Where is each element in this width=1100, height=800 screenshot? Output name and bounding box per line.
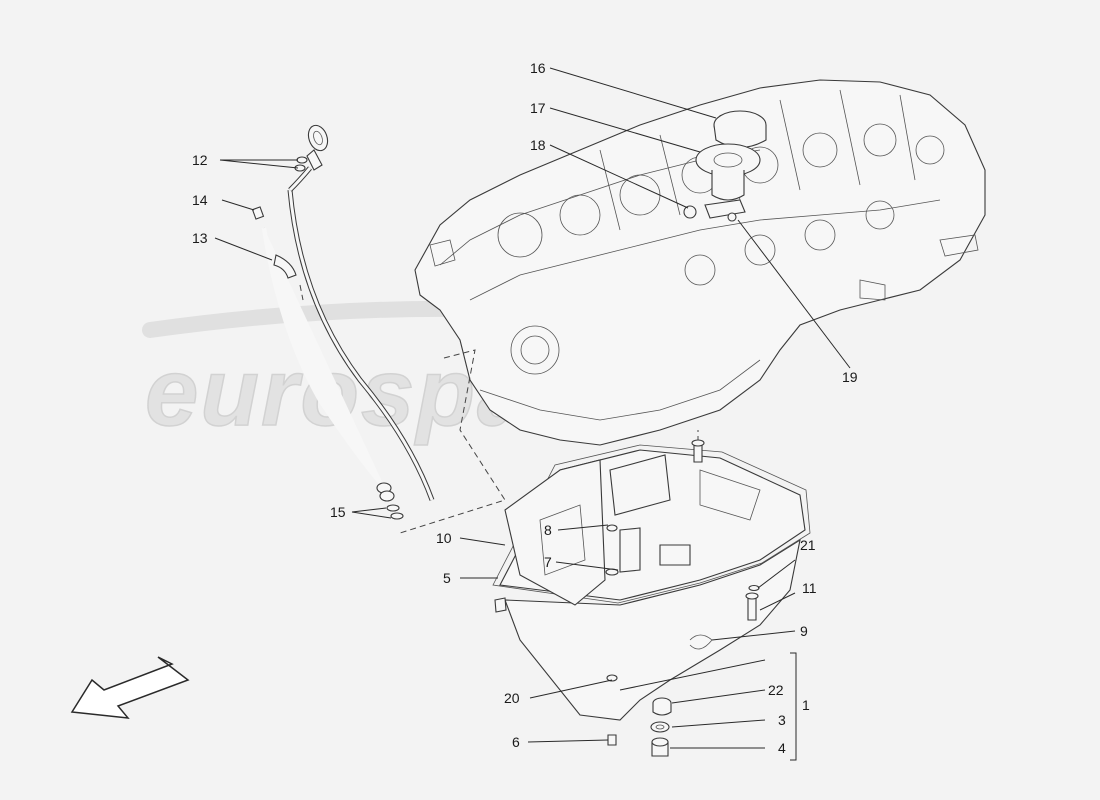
direction-arrow: [70, 656, 190, 719]
callout-18: 18: [530, 137, 546, 153]
callout-7: 7: [544, 554, 552, 570]
callout-1: 1: [802, 697, 810, 713]
engine-block: [414, 79, 986, 446]
callout-5: 5: [443, 570, 451, 586]
callout-12: 12: [192, 152, 208, 168]
leader-lines: [214, 67, 851, 761]
callout-16: 16: [530, 60, 546, 76]
callout-15: 15: [330, 504, 346, 520]
callout-4: 4: [778, 740, 786, 756]
callout-6: 6: [512, 734, 520, 750]
callout-11: 11: [802, 580, 817, 596]
dipstick-assembly: [251, 124, 435, 520]
callout-3: 3: [778, 712, 786, 728]
callout-8: 8: [544, 522, 552, 538]
callout-17: 17: [530, 100, 546, 116]
callout-22: 22: [768, 682, 784, 698]
callout-19: 19: [842, 369, 858, 385]
callout-labels: 12 14 13 15 16 17 18 19 10 5 8 7 20 6 21…: [192, 60, 858, 756]
callout-9: 9: [800, 623, 808, 639]
callout-13: 13: [192, 230, 208, 246]
oil-filler-cap: [683, 110, 767, 222]
callout-20: 20: [504, 690, 520, 706]
callout-10: 10: [436, 530, 452, 546]
callout-14: 14: [192, 192, 208, 208]
oil-sump-assembly: [492, 439, 811, 757]
callout-21: 21: [800, 537, 816, 553]
